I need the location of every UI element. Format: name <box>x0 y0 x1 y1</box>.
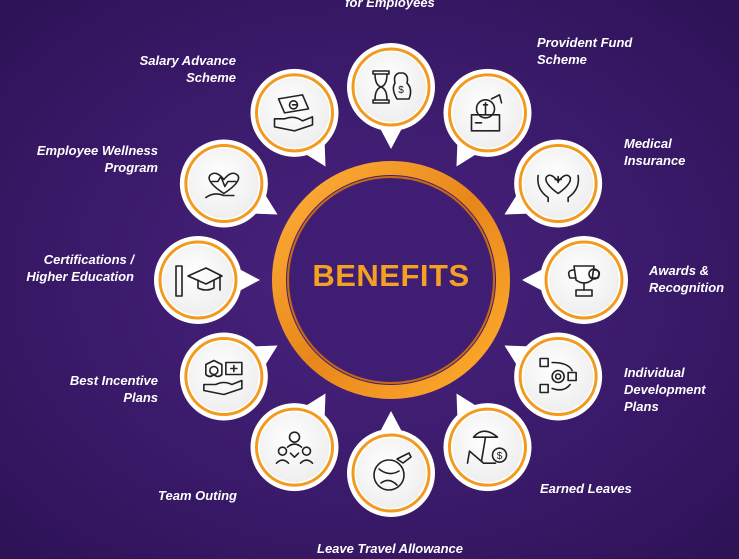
team-icon <box>275 431 314 464</box>
bubble-ring <box>158 240 238 320</box>
bubble-ring <box>544 240 624 320</box>
hourglass-money-icon: $ <box>372 70 412 104</box>
benefit-bubble-cert <box>154 236 260 324</box>
svg-text:$: $ <box>398 85 404 96</box>
benefits-title: BENEFITS <box>312 258 470 293</box>
benefit-label-medical: Medical Insurance <box>624 136 686 168</box>
bubble-inner <box>356 52 426 122</box>
bubble-inner <box>523 148 594 219</box>
bubble-inner <box>259 412 330 483</box>
benefit-bubble-gifts: $ <box>347 43 435 149</box>
benefit-label-outing: Team Outing <box>158 488 237 503</box>
beach-chair-icon: $ <box>466 430 508 464</box>
benefit-label-provident: Provident Fund Scheme <box>537 35 633 67</box>
graduation-cap-icon <box>175 265 223 297</box>
benefit-label-leaves: Earned Leaves <box>540 481 632 496</box>
heart-hands-icon <box>537 174 580 203</box>
benefit-label-idp: Individual Development Plans <box>624 365 706 414</box>
salary-advance-icon <box>273 94 314 132</box>
bubble-inner <box>259 77 330 148</box>
center-ring-outer <box>272 161 510 399</box>
bubble-inner <box>549 245 619 315</box>
bubble-ring <box>351 433 431 513</box>
bubble-inner <box>452 77 523 148</box>
bubble-ring <box>448 407 527 487</box>
benefit-bubble-medical <box>504 139 603 228</box>
piggy-bank-icon <box>470 94 503 132</box>
bubble-ring <box>184 144 264 223</box>
benefit-label-incentive: Best Incentive Plans <box>69 373 158 405</box>
airplane-globe-icon <box>373 452 412 491</box>
bubble-ring <box>518 337 598 416</box>
center-ring-fill <box>290 179 492 381</box>
svg-text:$: $ <box>497 451 503 462</box>
benefit-bubble-awards <box>522 236 628 324</box>
development-cycle-icon <box>539 357 577 394</box>
benefit-bubble-lta <box>347 411 435 517</box>
benefit-label-wellness: Employee Wellness Program <box>36 143 158 175</box>
benefit-bubble-salary <box>250 68 339 167</box>
benefit-bubble-wellness <box>179 139 278 228</box>
wellness-heart-icon <box>205 172 240 199</box>
center-ring-inner <box>287 176 495 384</box>
benefit-label-cert: Certifications / Higher Education <box>26 252 134 284</box>
incentive-hand-icon <box>203 359 243 396</box>
bubble-inner <box>523 341 594 412</box>
benefit-bubble-leaves: $ <box>443 393 532 492</box>
bubble-inner <box>452 412 523 483</box>
trophy-icon <box>567 265 601 297</box>
bubble-ring <box>518 144 598 223</box>
benefit-label-awards: Awards & Recognition <box>649 263 725 295</box>
bubble-ring <box>351 47 431 127</box>
benefit-bubble-incentive <box>179 332 278 421</box>
benefit-bubble-idp <box>504 332 603 421</box>
benefit-bubble-provident <box>443 68 532 167</box>
benefit-label-lta: Leave Travel Allowance <box>317 541 463 556</box>
benefit-bubble-outing <box>250 393 339 492</box>
bubble-ring <box>448 73 527 153</box>
benefit-label-salary: Salary Advance Scheme <box>139 53 236 85</box>
benefit-label-gifts: for Employees <box>345 0 435 10</box>
bubble-inner <box>188 341 259 412</box>
bubble-ring <box>255 407 334 487</box>
bubble-ring <box>184 337 264 416</box>
bubble-ring <box>255 73 334 153</box>
